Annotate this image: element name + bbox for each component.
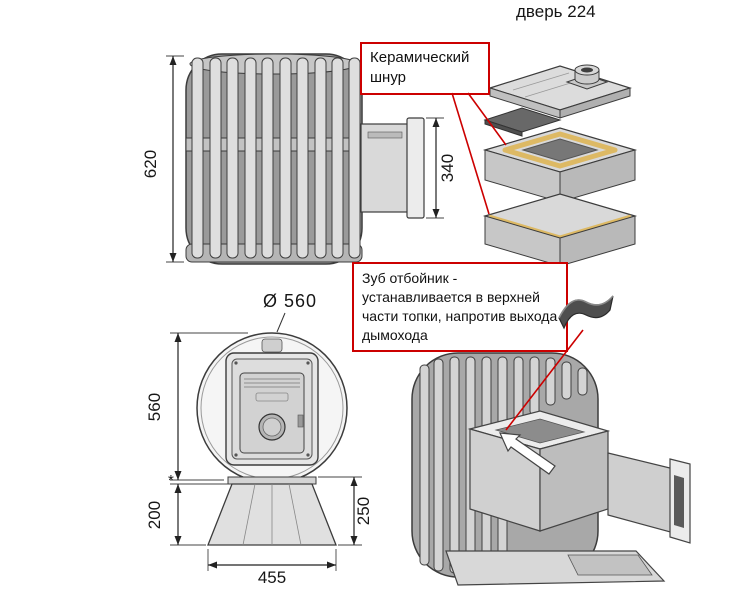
base-plate-cutaway — [445, 550, 666, 586]
firebox-cutaway — [467, 410, 611, 532]
callout-deflector-body: устанавливается в верхней части топки, н… — [362, 288, 558, 343]
front-view-drawing: 560 * 200 250 455 — [145, 332, 373, 587]
dim-200-label: 200 — [145, 501, 164, 529]
dim-620-label: 620 — [141, 150, 160, 178]
dim-340-label: 340 — [438, 154, 457, 182]
dim-250: 250 — [318, 476, 373, 546]
callout-ceramic-cord-text: Керамический шнур — [370, 49, 470, 87]
dim-455: 455 — [207, 549, 337, 587]
stone-cage-side — [185, 53, 363, 265]
dim-200: 200 — [145, 483, 228, 546]
door-latch — [297, 414, 304, 428]
dim-560: 560 — [145, 332, 248, 481]
callout-deflector: Зуб отбойник - устанавливается в верхней… — [352, 262, 568, 352]
side-view-drawing: 620 340 — [141, 53, 457, 265]
callout-ceramic-cord: Керамический шнур — [360, 42, 490, 95]
dim-455-label: 455 — [258, 568, 286, 587]
firebox-front — [225, 352, 319, 466]
dim-620: 620 — [141, 55, 184, 263]
firebox-tunnel-side — [360, 117, 425, 219]
door-duct-cutaway — [607, 452, 691, 544]
cutaway-view-drawing — [411, 352, 691, 586]
diameter-label: Ø 560 — [263, 291, 318, 311]
firebox-lid — [487, 64, 633, 119]
stove-door — [239, 372, 305, 454]
deflector-pointer-arrow — [499, 432, 556, 475]
pedestal — [207, 476, 337, 546]
chimney-collar — [565, 64, 609, 90]
door-size-note: дверь 224 — [516, 2, 596, 21]
ceramic-cord-gasket-upper — [502, 131, 618, 169]
cage-slats — [191, 57, 361, 259]
dim-250-label: 250 — [354, 497, 373, 525]
exploded-view-drawing — [482, 64, 638, 267]
dim-560-label: 560 — [145, 393, 164, 421]
firebox-lower-body — [482, 193, 638, 267]
dim-340: 340 — [426, 117, 457, 219]
callout-deflector-title: Зуб отбойник - — [362, 270, 458, 286]
firebox-upper-body — [482, 127, 638, 203]
footnote-asterisk: * — [168, 472, 174, 489]
deflector-plate-icon — [558, 295, 614, 330]
